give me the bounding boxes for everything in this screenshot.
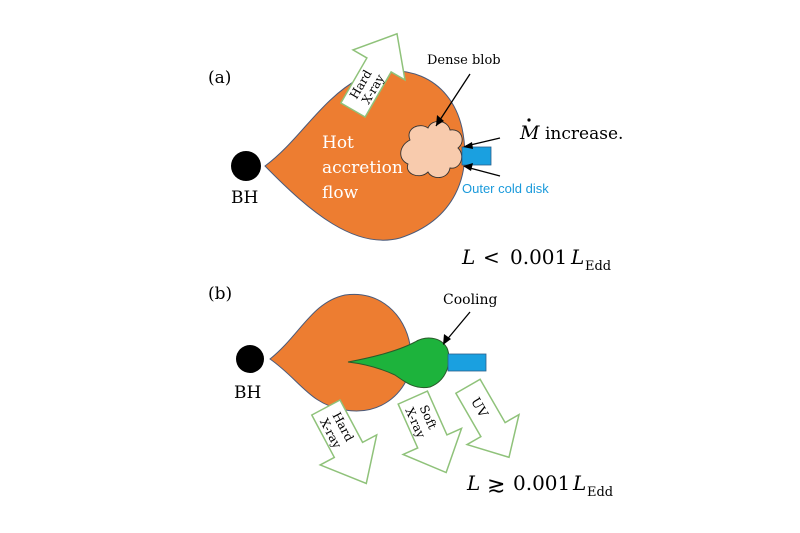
- outer-cold-disk-label: Outer cold disk: [462, 181, 549, 196]
- hot-accretion-flow-a: [264, 70, 466, 241]
- flow-label-line3: flow: [322, 183, 359, 203]
- outer-cold-disk-b: [447, 353, 487, 372]
- bh-label-b: BH: [234, 383, 261, 403]
- luminosity-a: L < 0.001 L Edd: [461, 245, 611, 274]
- panel-b: (b) BH Cooling Hard X-ray Soft X-ray U: [208, 284, 613, 500]
- lum-a-value: 0.001: [510, 245, 567, 269]
- mdot-symbol: M: [519, 122, 540, 144]
- panel-a: (a) BH Hot accretion flow Hard X-ray Den…: [208, 32, 623, 274]
- lum-b-L: L: [466, 471, 480, 495]
- outer-cold-disk-a: [461, 146, 492, 166]
- panel-a-label: (a): [208, 68, 231, 88]
- lum-a-relation: <: [483, 245, 500, 269]
- lum-b-L2: L: [572, 471, 586, 495]
- luminosity-b: L ≳ 0.001 L Edd: [466, 471, 613, 500]
- lum-a-L2: L: [570, 245, 584, 269]
- dense-blob-pointer: [435, 73, 471, 127]
- mdot-arrow-bottom: [465, 166, 501, 177]
- lum-b-relation: ≳: [487, 473, 505, 498]
- lum-a-sub: Edd: [585, 259, 611, 274]
- bh-label-a: BH: [231, 188, 258, 208]
- dense-blob-pointer-head: [436, 115, 444, 126]
- mdot-dot: [527, 118, 531, 122]
- mdot-arrow-bottom-head: [463, 163, 473, 171]
- black-hole-b: [236, 345, 264, 373]
- uv-arrow: UV: [454, 378, 521, 459]
- black-hole-a: [231, 151, 261, 181]
- lum-a-L: L: [461, 245, 475, 269]
- cooling-pointer: [444, 311, 471, 343]
- cooling-pointer-head: [443, 334, 451, 345]
- lum-b-value: 0.001: [513, 471, 570, 495]
- flow-label-line1: Hot: [322, 133, 354, 153]
- mdot-arrow-top-head: [463, 142, 473, 149]
- panel-b-label: (b): [208, 284, 232, 304]
- dense-blob: [400, 121, 463, 178]
- cooling-label: Cooling: [443, 292, 498, 308]
- lum-b-sub: Edd: [587, 485, 613, 500]
- flow-label-line2: accretion: [322, 158, 403, 178]
- dense-blob-label: Dense blob: [427, 53, 501, 68]
- mdot-text: increase.: [545, 124, 623, 144]
